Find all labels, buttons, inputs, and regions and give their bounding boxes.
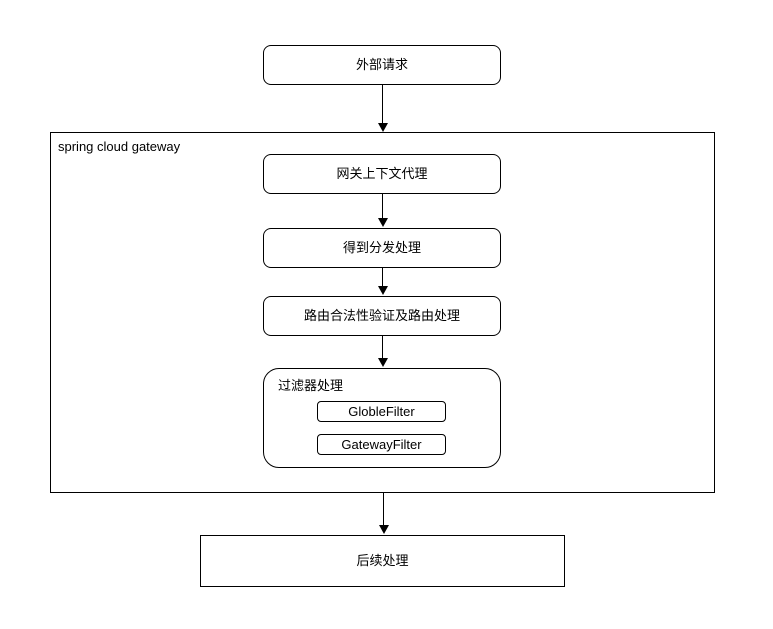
arrow-shaft xyxy=(382,336,383,358)
arrow-shaft xyxy=(383,493,384,525)
node-external-request-label: 外部请求 xyxy=(355,57,408,73)
arrow-shaft xyxy=(382,194,383,218)
node-globle-filter-label: GlobleFilter xyxy=(348,403,415,419)
node-gateway-filter: GatewayFilter xyxy=(317,434,446,455)
node-external-request: 外部请求 xyxy=(263,45,501,85)
arrowhead-down-icon xyxy=(378,525,389,534)
node-subsequent-processing-label: 后续处理 xyxy=(356,553,409,569)
arrowhead-down-icon xyxy=(377,358,388,367)
arrowhead-down-icon xyxy=(377,286,388,295)
node-gateway-context-proxy: 网关上下文代理 xyxy=(263,154,501,194)
node-gateway-context-proxy-label: 网关上下文代理 xyxy=(336,166,428,182)
arrow-proxy-to-dispatch xyxy=(377,194,388,227)
arrowhead-down-icon xyxy=(377,123,388,132)
group-spring-cloud-gateway-label: spring cloud gateway xyxy=(58,139,181,154)
node-dispatch-processing: 得到分发处理 xyxy=(263,228,501,268)
arrowhead-down-icon xyxy=(377,218,388,227)
arrow-route-to-filter xyxy=(377,336,388,367)
node-dispatch-processing-label: 得到分发处理 xyxy=(342,240,421,256)
group-filter-processing-label: 过滤器处理 xyxy=(278,378,344,393)
node-route-validation-label: 路由合法性验证及路由处理 xyxy=(303,308,460,324)
node-globle-filter: GlobleFilter xyxy=(317,401,446,422)
node-subsequent-processing: 后续处理 xyxy=(200,535,565,587)
arrow-shaft xyxy=(382,268,383,286)
arrow-external-to-gateway xyxy=(377,85,388,132)
arrow-shaft xyxy=(382,85,383,123)
node-route-validation: 路由合法性验证及路由处理 xyxy=(263,296,501,336)
arrow-gateway-to-subsequent xyxy=(378,493,389,534)
node-gateway-filter-label: GatewayFilter xyxy=(341,436,422,452)
arrow-dispatch-to-route xyxy=(377,268,388,295)
